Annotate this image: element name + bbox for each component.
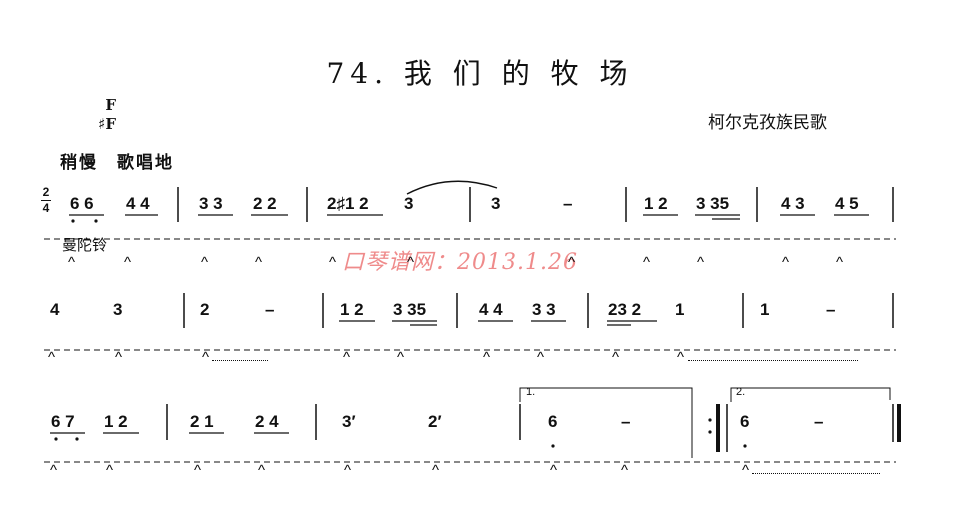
note-group: 1 xyxy=(675,300,685,319)
note-group: 6 7 xyxy=(51,412,75,431)
accent-mark: ^ xyxy=(68,254,76,271)
note-group: 2 1 xyxy=(190,412,214,431)
note-group: 3 xyxy=(404,194,414,213)
note-group: 1 2 xyxy=(644,194,668,213)
accent-mark: ^ xyxy=(329,254,337,271)
accent-mark: ^ xyxy=(124,254,132,271)
note-group: 23 2 xyxy=(608,300,642,319)
accent-mark: ^ xyxy=(550,462,558,479)
watermark: 口琴谱网：2013.1.26 xyxy=(342,250,578,275)
composer-label: 柯尔克孜族民歌 xyxy=(708,113,827,132)
key-secondary: ♯F xyxy=(98,115,116,133)
time-signature: 2 4 xyxy=(41,186,51,215)
note-group: 1 2 xyxy=(340,300,364,319)
tremolo-line xyxy=(688,356,858,361)
accent-mark: ^ xyxy=(201,254,209,271)
accent-mark: ^ xyxy=(432,462,440,479)
note-group: 3′ xyxy=(342,412,356,431)
accent-mark: ^ xyxy=(537,349,545,366)
note-group: 3 3 xyxy=(199,194,223,213)
tremolo-line xyxy=(212,356,268,361)
tempo-marking: 稍慢 歌唱地 xyxy=(60,153,174,172)
accent-mark: ^ xyxy=(612,349,620,366)
accent-mark: ^ xyxy=(697,254,705,271)
accent-mark: ^ xyxy=(194,462,202,479)
accent-mark: ^ xyxy=(50,462,58,479)
note-group: 4 4 xyxy=(126,194,150,213)
accent-mark: ^ xyxy=(344,462,352,479)
accent-mark: ^ xyxy=(48,349,56,366)
accent-mark: ^ xyxy=(255,254,263,271)
song-title: 74. 我 们 的 牧 场 xyxy=(326,57,634,90)
accent-mark: ^ xyxy=(407,254,415,271)
accent-mark: ^ xyxy=(677,349,685,366)
accent-mark: ^ xyxy=(483,349,491,366)
accent-mark: ^ xyxy=(568,254,576,271)
volta-first-label: 1. xyxy=(526,386,536,398)
note-group: 3 3 xyxy=(532,300,556,319)
note-group: 1 2 xyxy=(104,412,128,431)
note-group: 2 xyxy=(200,300,210,319)
note-group: 6 6 xyxy=(70,194,94,213)
instrument-label: 曼陀铃 xyxy=(62,237,108,254)
accent-mark: ^ xyxy=(836,254,844,271)
note-group: 3 35 xyxy=(696,194,730,213)
time-signature-top: 2 xyxy=(42,185,50,199)
volta-second-label: 2. xyxy=(736,386,746,398)
accent-mark: ^ xyxy=(397,349,405,366)
note-group: 3 xyxy=(113,300,123,319)
note-group: 2 4 xyxy=(255,412,279,431)
note-dash: – xyxy=(621,412,631,431)
note-group: 6 xyxy=(740,412,750,431)
note-group: 2♯1 2 xyxy=(327,194,369,213)
note-group: 3 xyxy=(491,194,501,213)
accent-mark: ^ xyxy=(621,462,629,479)
accent-mark: ^ xyxy=(643,254,651,271)
note-dash: – xyxy=(265,300,275,319)
tremolo-line xyxy=(752,469,880,474)
note-group: 2 2 xyxy=(253,194,277,213)
note-group: 3 35 xyxy=(393,300,427,319)
note-group: 4 4 xyxy=(479,300,503,319)
accent-mark: ^ xyxy=(782,254,790,271)
accent-mark: ^ xyxy=(115,349,123,366)
note-group: 4 3 xyxy=(781,194,805,213)
time-signature-bottom: 4 xyxy=(42,201,50,215)
note-dash: – xyxy=(563,194,573,213)
note-group: 2′ xyxy=(428,412,442,431)
accent-mark: ^ xyxy=(106,462,114,479)
key-primary: F xyxy=(105,96,116,114)
accent-mark: ^ xyxy=(742,462,750,479)
note-group: 4 5 xyxy=(835,194,859,213)
accent-mark: ^ xyxy=(343,349,351,366)
note-group: 6 xyxy=(548,412,558,431)
key-signature: F ♯F xyxy=(90,96,116,134)
accent-mark: ^ xyxy=(258,462,266,479)
accent-mark: ^ xyxy=(202,349,210,366)
note-dash: – xyxy=(826,300,836,319)
note-dash: – xyxy=(814,412,824,431)
note-group: 4 xyxy=(50,300,60,319)
note-group: 1 xyxy=(760,300,770,319)
